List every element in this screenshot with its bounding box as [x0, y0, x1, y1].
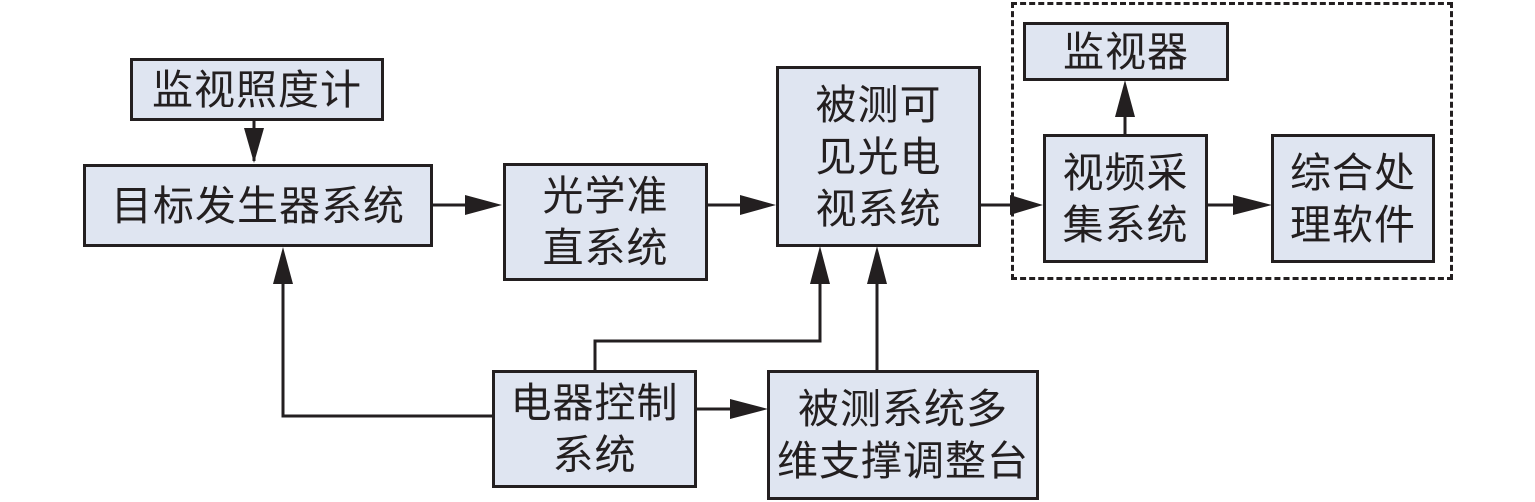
optical-collimator-label-line2: 直系统 — [542, 224, 669, 272]
arrowhead-icon — [273, 247, 293, 284]
illuminance-meter-label: 监视照度计 — [152, 65, 362, 114]
processing-software-box[interactable]: 综合处 理软件 — [1271, 134, 1435, 263]
video-capture-box[interactable]: 视频采 集系统 — [1043, 134, 1208, 263]
visible-tv-system-label-line2: 见光电 — [815, 132, 942, 181]
support-platform-label-line1: 被测系统多 — [798, 385, 1008, 433]
support-platform-box[interactable]: 被测系统多 维支撑调整台 — [767, 370, 1039, 500]
electrical-control-label-line1: 电器控制 — [510, 379, 679, 427]
arrowhead-icon — [730, 399, 768, 419]
support-platform-label-line2: 维支撑调整台 — [777, 437, 1029, 485]
edge-control-to-target — [281, 280, 492, 418]
video-capture-label-line2: 集系统 — [1062, 200, 1189, 249]
arrowhead-icon — [244, 128, 264, 163]
monitor-box[interactable]: 监视器 — [1023, 22, 1229, 81]
electrical-control-label-line2: 系统 — [552, 431, 637, 479]
electrical-control-box[interactable]: 电器控制 系统 — [492, 370, 697, 488]
arrowhead-icon — [1115, 80, 1135, 117]
visible-tv-system-label-line3: 视系统 — [815, 184, 942, 233]
arrowhead-icon — [867, 246, 887, 284]
video-capture-label-line1: 视频采 — [1062, 148, 1189, 197]
optical-collimator-label-line1: 光学准 — [542, 172, 669, 220]
visible-tv-system-box[interactable]: 被测可 见光电 视系统 — [776, 66, 981, 247]
arrowhead-icon — [810, 246, 830, 284]
arrowhead-icon — [740, 195, 776, 215]
arrowhead-icon — [1233, 195, 1272, 215]
arrowhead-icon — [1010, 195, 1043, 215]
illuminance-meter-box[interactable]: 监视照度计 — [130, 58, 384, 121]
visible-tv-system-label-line1: 被测可 — [815, 80, 942, 129]
target-generator-box[interactable]: 目标发生器系统 — [83, 164, 433, 247]
processing-software-label-line1: 综合处 — [1290, 148, 1416, 197]
monitor-label: 监视器 — [1063, 27, 1189, 76]
processing-software-label-line2: 理软件 — [1290, 200, 1416, 249]
edge-control-to-tv — [593, 280, 822, 373]
target-generator-label: 目标发生器系统 — [111, 181, 405, 230]
video-processing-group — [1011, 2, 1453, 280]
arrowhead-icon — [465, 195, 502, 215]
optical-collimator-box[interactable]: 光学准 直系统 — [503, 163, 708, 281]
